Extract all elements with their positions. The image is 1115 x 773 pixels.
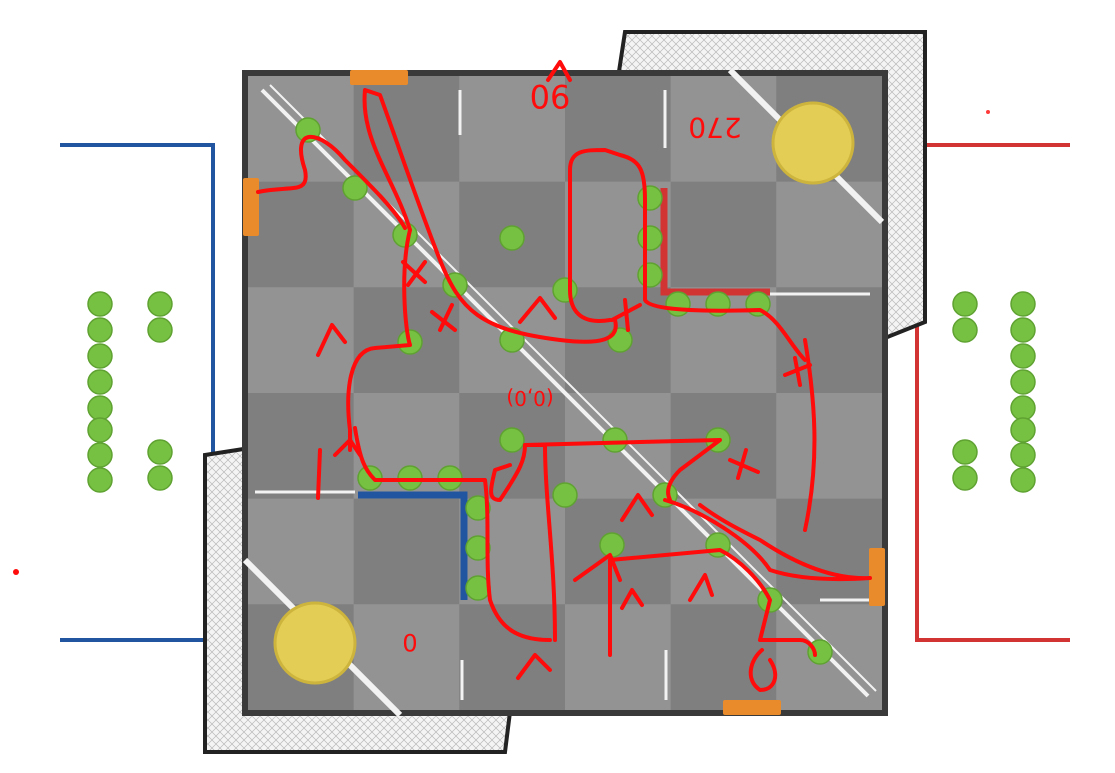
- red-alliance-station: [917, 145, 1070, 640]
- green-ball-icon: [88, 292, 112, 316]
- field-tile: [565, 76, 671, 182]
- green-ball-icon: [88, 318, 112, 342]
- green-ball-icon: [953, 292, 977, 316]
- green-ball-icon: [500, 428, 524, 452]
- field-tile: [671, 182, 777, 288]
- green-ball-icon: [148, 292, 172, 316]
- field-tile: [776, 499, 882, 605]
- green-ball-icon: [1011, 418, 1035, 442]
- field-tile: [354, 499, 460, 605]
- green-ball-icon: [1011, 396, 1035, 420]
- green-ball-icon: [1011, 468, 1035, 492]
- green-ball-icon: [638, 263, 662, 287]
- field-tile: [248, 182, 354, 288]
- green-ball-icon: [148, 318, 172, 342]
- load-pad: [723, 700, 781, 715]
- green-ball-icon: [666, 292, 690, 316]
- mark-left-i: [318, 450, 320, 498]
- stray-mark: [13, 569, 19, 575]
- green-ball-icon: [1011, 344, 1035, 368]
- green-ball-icon: [953, 318, 977, 342]
- green-ball-icon: [1011, 292, 1035, 316]
- green-ball-icon: [88, 468, 112, 492]
- green-ball-icon: [1011, 443, 1035, 467]
- green-ball-icon: [148, 440, 172, 464]
- field-tile: [776, 287, 882, 393]
- green-ball-icon: [500, 226, 524, 250]
- green-ball-icon: [88, 344, 112, 368]
- label-top-right: 270: [688, 111, 741, 144]
- green-ball-icon: [88, 443, 112, 467]
- field-tile: [671, 604, 777, 710]
- green-ball-icon: [638, 226, 662, 250]
- green-ball-icon: [88, 396, 112, 420]
- green-ball-icon: [1011, 370, 1035, 394]
- green-ball-icon: [953, 440, 977, 464]
- field-tile: [248, 499, 354, 605]
- green-ball-icon: [553, 483, 577, 507]
- field-tile: [354, 604, 460, 710]
- label-center: (0,0): [506, 386, 553, 410]
- stray-mark: [986, 110, 990, 114]
- label-top: 90: [530, 77, 571, 115]
- field-tile: [248, 287, 354, 393]
- green-ball-icon: [953, 466, 977, 490]
- field-tile: [459, 604, 565, 710]
- yellow-goal-icon: [773, 103, 853, 183]
- green-ball-icon: [603, 428, 627, 452]
- green-ball-icon: [148, 466, 172, 490]
- field-tile: [776, 393, 882, 499]
- green-ball-icon: [600, 533, 624, 557]
- field-tile: [565, 604, 671, 710]
- green-ball-icon: [1011, 318, 1035, 342]
- green-ball-icon: [88, 370, 112, 394]
- green-ball-icon: [638, 186, 662, 210]
- yellow-goal-icon: [275, 603, 355, 683]
- field-tile: [776, 182, 882, 288]
- field-tile: [248, 393, 354, 499]
- load-pad: [350, 70, 408, 85]
- green-ball-icon: [553, 278, 577, 302]
- load-pad: [243, 178, 259, 236]
- label-bottom: 0: [402, 628, 417, 656]
- blue-alliance-station: [60, 145, 213, 640]
- green-ball-icon: [88, 418, 112, 442]
